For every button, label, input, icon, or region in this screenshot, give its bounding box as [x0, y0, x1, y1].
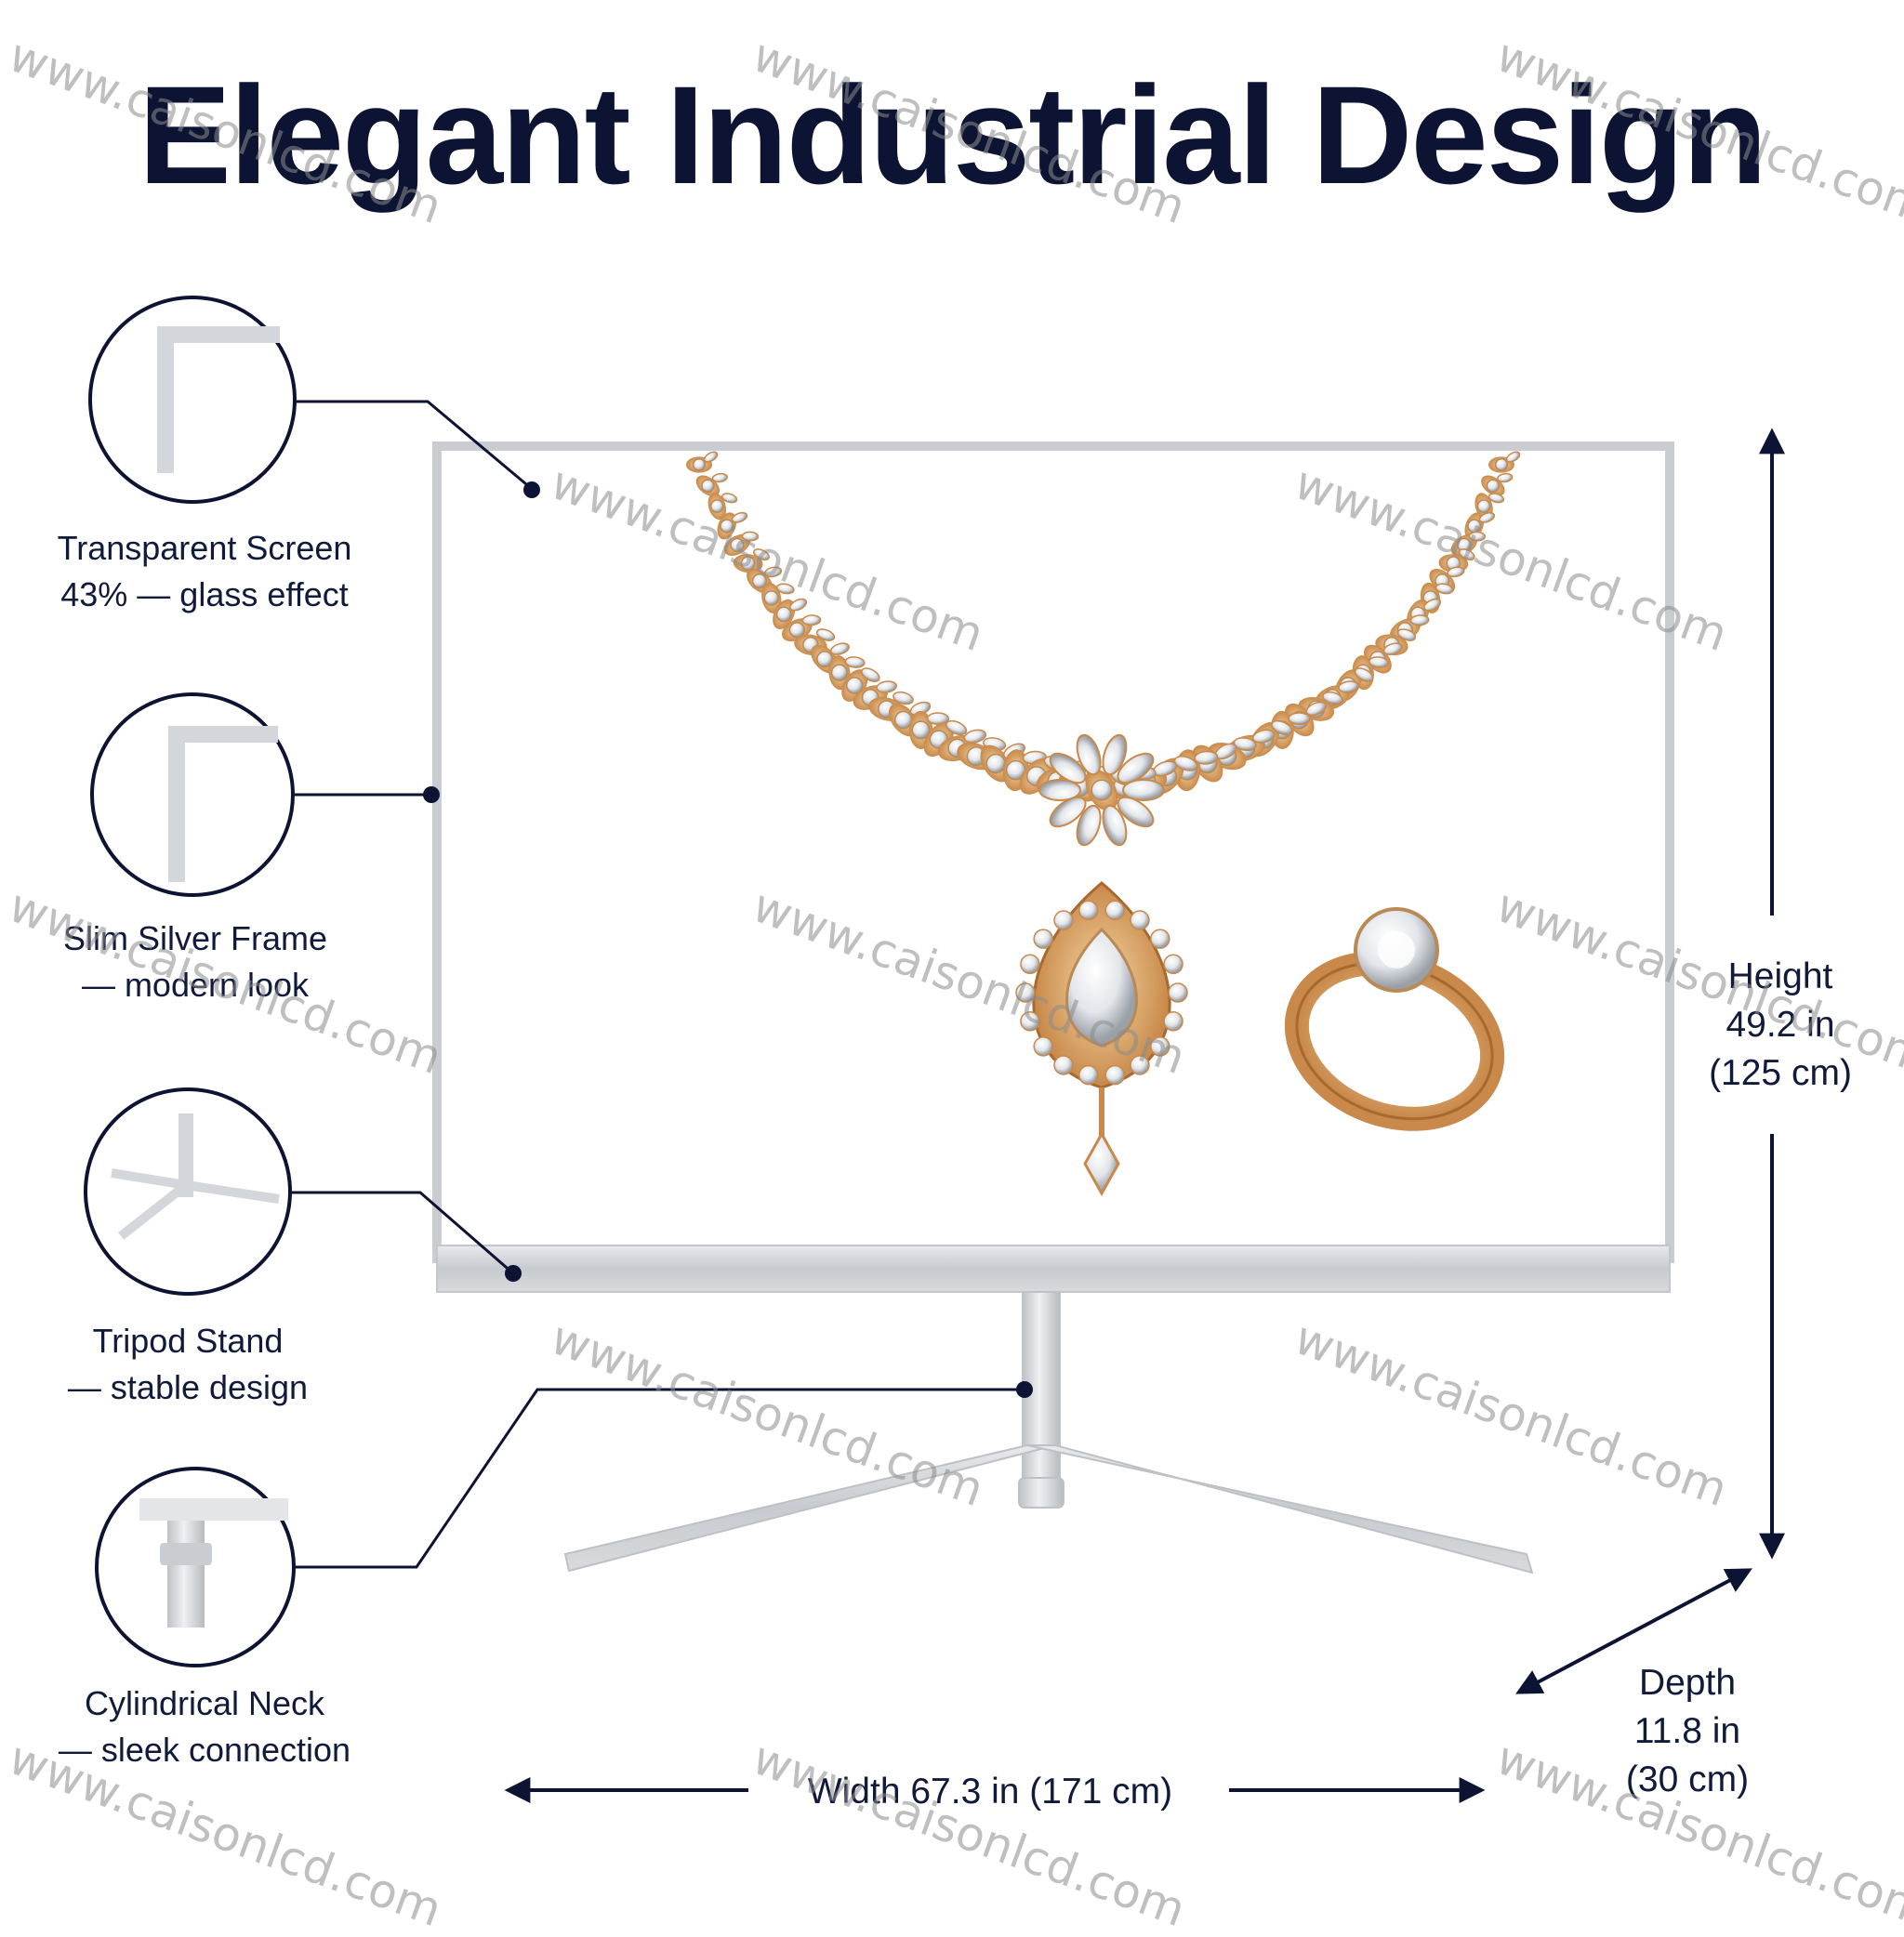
feature-name: Slim Silver Frame — [62, 919, 328, 957]
necklace-image — [686, 451, 1521, 1197]
feature-detail: — stable design — [67, 1368, 309, 1406]
tripod-base-icon — [111, 1113, 280, 1240]
tripod-leg-right — [1026, 1444, 1534, 1575]
page-title: Elegant Industrial Design — [138, 57, 1767, 213]
monitor — [432, 441, 1674, 1575]
callout-tripod-stand — [84, 1087, 522, 1296]
frame-corner-icon — [157, 326, 280, 473]
depth-imperial: 11.8 in — [1633, 1711, 1741, 1751]
neck-cylinder-icon — [139, 1498, 288, 1627]
height-imperial: 49.2 in — [1726, 1005, 1835, 1045]
feature-name: Tripod Stand — [92, 1322, 284, 1360]
depth-label: Depth 11.8 in (30 cm) — [1580, 1659, 1794, 1804]
height-metric: (125 cm) — [1709, 1053, 1852, 1093]
stand-hub — [1018, 1477, 1064, 1509]
depth-title: Depth — [1638, 1663, 1737, 1703]
height-title: Height — [1727, 956, 1833, 996]
ring-image — [1284, 907, 1505, 1131]
feature-name: Transparent Screen — [57, 529, 352, 567]
feature-detail: 43% — glass effect — [60, 575, 349, 613]
feature-detail: — modern look — [81, 966, 310, 1004]
callout-slim-frame — [90, 692, 440, 897]
feature-label-tripod-stand: Tripod Stand — stable design — [20, 1318, 355, 1411]
feature-label-slim-frame: Slim Silver Frame — modern look — [28, 916, 363, 1008]
width-label: Width 67.3 in (171 cm) — [807, 1772, 1173, 1812]
height-label: Height 49.2 in (125 cm) — [1673, 953, 1887, 1098]
feature-detail: — sleek connection — [58, 1731, 351, 1769]
feature-name: Cylindrical Neck — [84, 1684, 325, 1722]
bottom-bezel — [436, 1245, 1671, 1293]
callout-transparent-screen — [88, 296, 540, 504]
depth-arrow — [1515, 1568, 1752, 1694]
feature-label-cylindrical-neck: Cylindrical Neck — sleek connection — [37, 1680, 372, 1773]
frame-corner-icon — [168, 726, 278, 882]
screen-frame — [432, 441, 1674, 1263]
callout-cylindrical-neck — [95, 1381, 1033, 1667]
depth-metric: (30 cm) — [1625, 1759, 1750, 1799]
feature-label-transparent-screen: Transparent Screen 43% — glass effect — [37, 525, 372, 618]
